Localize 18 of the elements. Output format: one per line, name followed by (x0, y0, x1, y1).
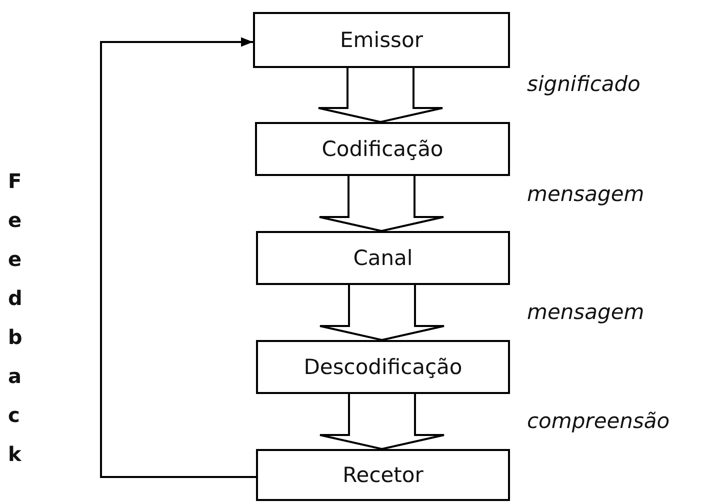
block-arrow (318, 67, 444, 124)
process-box (256, 449, 510, 501)
vertical-label: Feedback (8, 168, 24, 468)
block-arrow (318, 175, 444, 232)
box-label: Codificação (322, 137, 444, 161)
box-label: Descodificação (304, 355, 462, 379)
process-box (255, 122, 510, 176)
box-label: Emissor (340, 28, 423, 52)
process-box (253, 12, 510, 68)
process-box (256, 340, 510, 394)
process-box (256, 231, 510, 285)
box-label: Recetor (342, 463, 424, 487)
block-arrow (319, 393, 445, 450)
side-label: compreensão (527, 409, 670, 433)
feedback-arrow (100, 37, 256, 478)
block-arrow (319, 284, 445, 342)
box-label: Canal (353, 246, 413, 270)
side-label: significado (527, 72, 640, 96)
